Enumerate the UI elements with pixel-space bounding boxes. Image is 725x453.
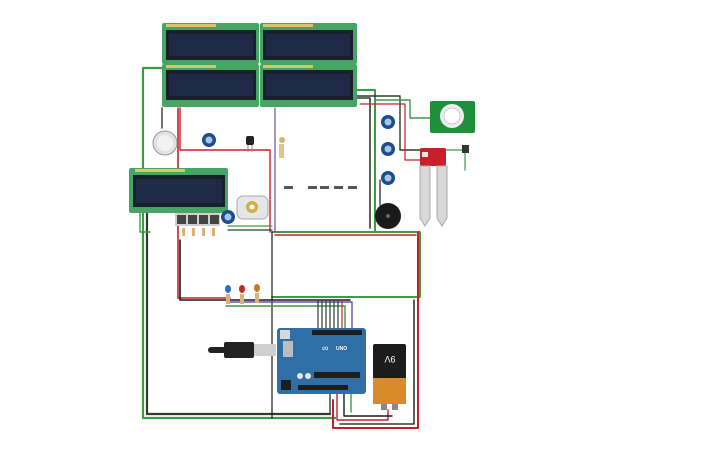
potentiometer-4 bbox=[381, 142, 395, 156]
wire-to-pir-green bbox=[375, 99, 435, 119]
usb-cable bbox=[208, 342, 276, 358]
lcd-display-3 bbox=[162, 64, 259, 107]
wire-black-left-vertical bbox=[179, 239, 351, 301]
led-red bbox=[239, 285, 245, 304]
transistor bbox=[246, 136, 254, 152]
lcd-display-2 bbox=[260, 23, 357, 64]
wire-left-green-bus bbox=[141, 66, 337, 420]
wire-to-pir bbox=[355, 95, 433, 151]
dc-motor bbox=[236, 195, 269, 220]
led-blue bbox=[225, 285, 231, 304]
battery-label: 9V bbox=[384, 354, 395, 364]
wire-right-red bbox=[332, 231, 419, 429]
piezo-buzzer bbox=[375, 203, 401, 229]
lcd-array-top bbox=[162, 23, 357, 107]
wire-bottom-3 bbox=[343, 392, 393, 417]
potentiometer-5 bbox=[381, 171, 395, 185]
wire-top-right-green bbox=[271, 89, 376, 233]
round-sensor bbox=[152, 130, 178, 156]
lcd-display-5 bbox=[129, 168, 228, 213]
resistor-row-mid bbox=[284, 186, 357, 189]
potentiometers bbox=[202, 115, 395, 224]
potentiometer-3 bbox=[381, 115, 395, 129]
battery-9v: 9V bbox=[373, 344, 406, 410]
lcd-display-1 bbox=[162, 23, 259, 64]
soil-sensor-module bbox=[420, 145, 469, 166]
arduino-brand: UNO bbox=[336, 346, 347, 352]
leds bbox=[225, 284, 260, 304]
led-orange bbox=[254, 284, 260, 303]
resistor-top bbox=[279, 137, 285, 158]
pir-sensor bbox=[430, 101, 475, 133]
arduino-uno: ∞ UNO bbox=[277, 328, 366, 394]
push-buttons bbox=[175, 213, 220, 236]
soil-probe-1 bbox=[419, 165, 431, 227]
wire-to-pir-red bbox=[359, 103, 433, 161]
wire-right-dark bbox=[339, 299, 415, 425]
wire-band-green bbox=[225, 305, 346, 331]
wire-left-dark-bus bbox=[145, 208, 332, 416]
lcd-display-4 bbox=[260, 64, 357, 107]
arduino-logo: ∞ bbox=[322, 343, 328, 353]
potentiometer-1 bbox=[202, 133, 216, 147]
wire-bottom-2 bbox=[336, 392, 389, 421]
wires bbox=[139, 66, 466, 429]
wire-box-green bbox=[271, 231, 421, 298]
wire-lcd-red bbox=[179, 107, 271, 233]
potentiometer-2 bbox=[221, 210, 235, 224]
soil-probe-2 bbox=[436, 165, 448, 227]
wire-band-purple bbox=[229, 301, 353, 331]
wire-top-right-dark bbox=[349, 97, 371, 229]
